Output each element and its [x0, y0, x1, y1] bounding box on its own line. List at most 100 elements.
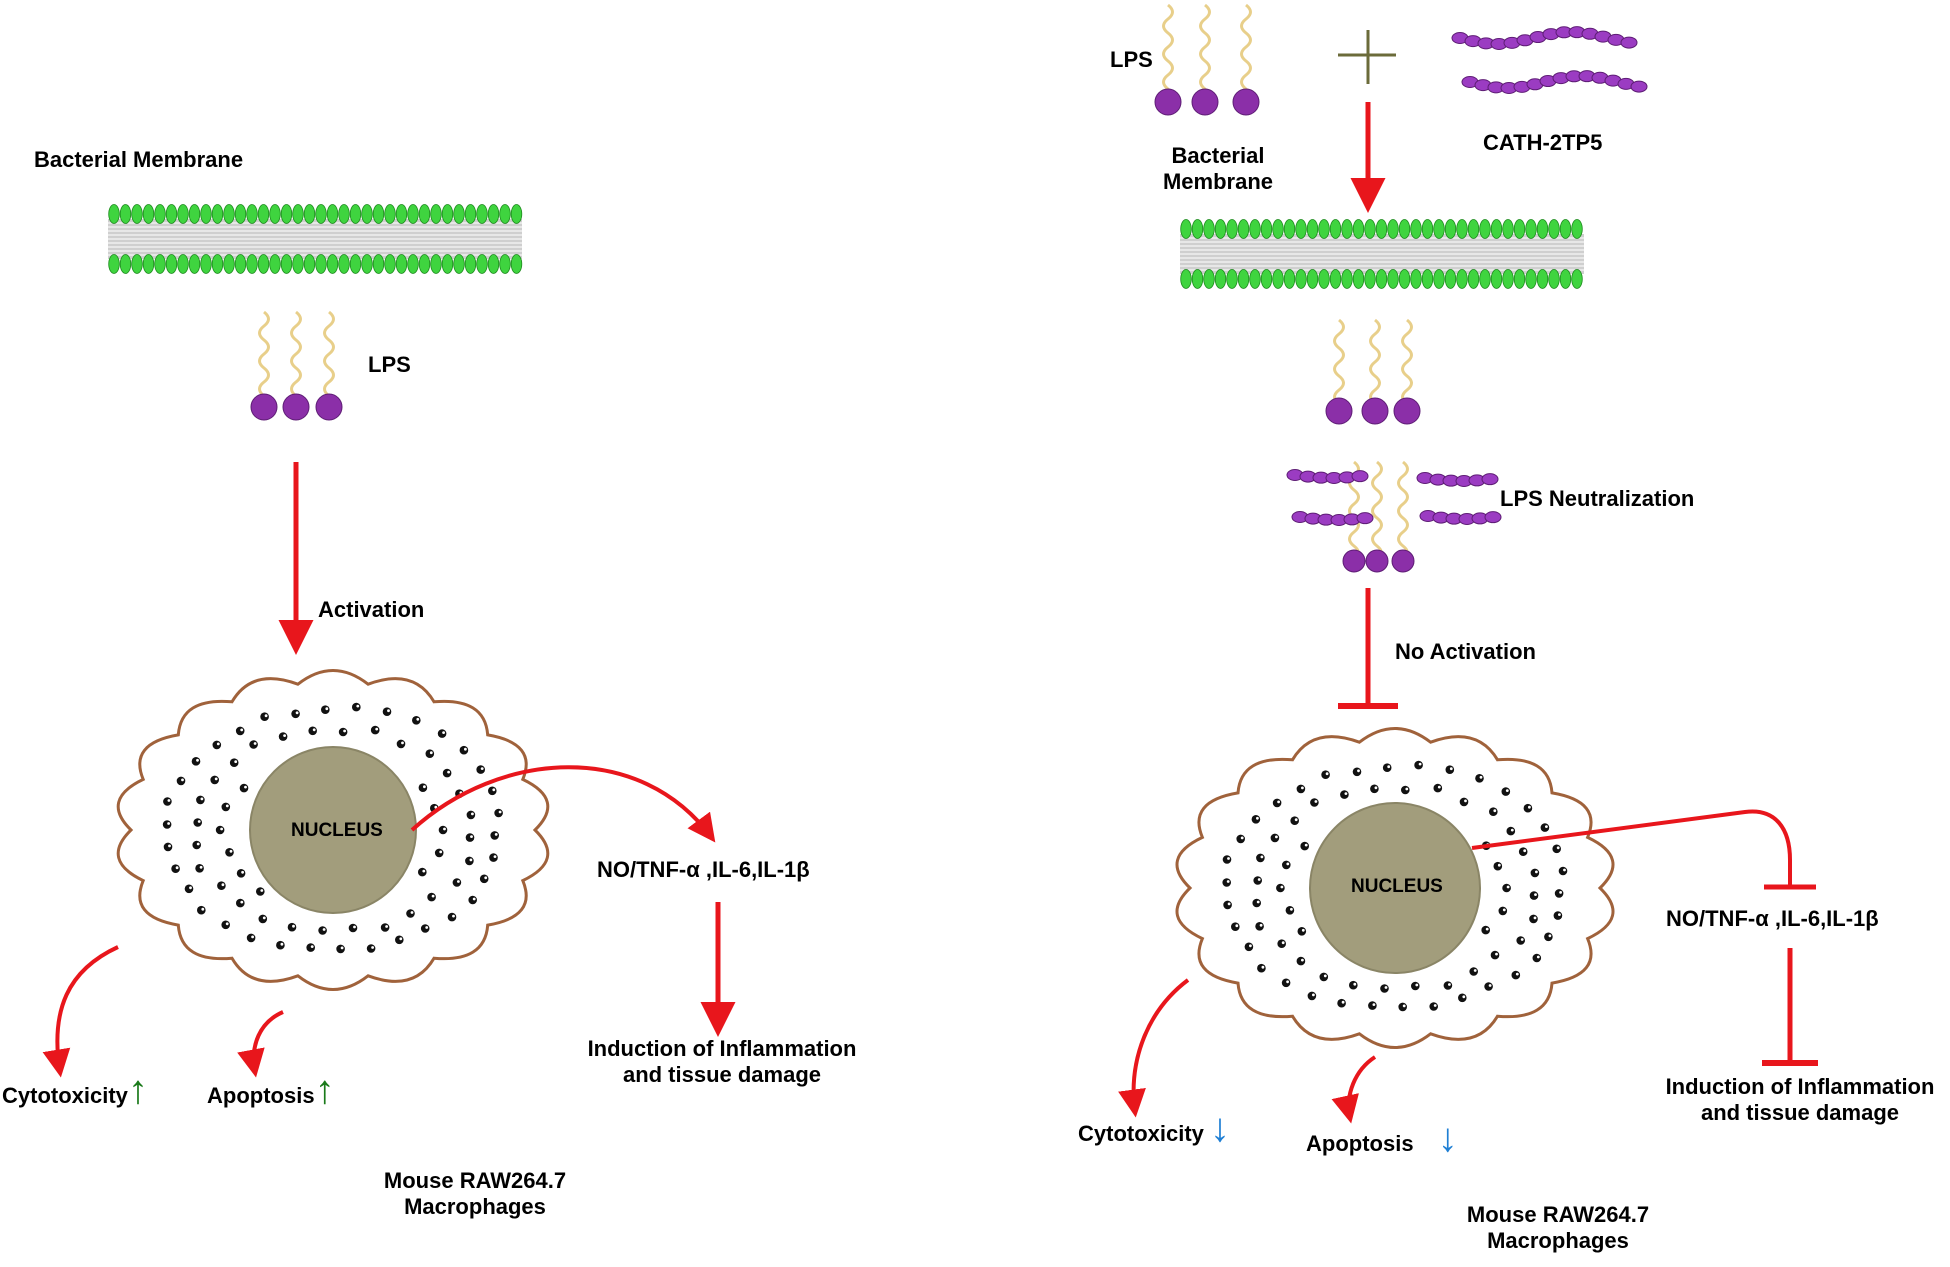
left-cytotoxicity-label: Cytotoxicity↑ — [2, 1068, 148, 1113]
granule-highlight — [310, 945, 314, 948]
lipid-head — [1237, 219, 1250, 239]
granule-highlight — [1479, 775, 1483, 779]
left-apoptosis-arrow — [237, 1010, 284, 1078]
granule — [1443, 981, 1453, 990]
granule — [1340, 790, 1349, 799]
lipid-head — [1479, 269, 1491, 289]
nucleus — [249, 746, 417, 914]
granule — [1272, 798, 1282, 808]
right-nucleus-to-cytokines-inhibitor — [1471, 809, 1816, 890]
granule-highlight — [280, 942, 284, 946]
granule-highlight — [196, 842, 200, 846]
granule-highlight — [1301, 928, 1305, 932]
granule — [171, 864, 180, 873]
granule — [192, 840, 201, 850]
granule-highlight — [1387, 765, 1391, 769]
granule — [276, 940, 285, 950]
granule — [1469, 967, 1478, 976]
granule-highlight — [220, 827, 224, 831]
lipid-head — [1513, 269, 1526, 289]
left-macrophage-cell — [116, 669, 550, 991]
granule — [278, 732, 288, 741]
granule-highlight — [493, 855, 497, 858]
lps-head — [1232, 88, 1260, 116]
lipid-head — [177, 204, 189, 224]
granule-highlight — [1559, 891, 1562, 894]
lipid-head — [1306, 219, 1319, 239]
granule-highlight — [1563, 868, 1566, 872]
lipid-head — [499, 204, 511, 224]
granule — [1433, 783, 1443, 793]
granule — [1231, 922, 1240, 931]
granule-highlight — [1506, 885, 1510, 889]
granule — [1429, 1002, 1438, 1011]
granule — [308, 726, 318, 736]
lipid-head — [1410, 219, 1422, 239]
lipid-head — [1272, 219, 1284, 239]
granule-highlight — [325, 707, 329, 711]
lps-tail — [1369, 318, 1381, 406]
lipid-head — [1444, 219, 1457, 239]
granule — [163, 842, 173, 852]
peptide-bead — [1356, 512, 1374, 525]
lipid-head — [1295, 219, 1307, 239]
granule — [246, 933, 256, 943]
left-apoptosis-label: Apoptosis↑ — [207, 1068, 335, 1113]
granule — [287, 922, 297, 932]
right-cell-label: Mouse RAW264.7 Macrophages — [1408, 1202, 1708, 1254]
granule-highlight — [1227, 857, 1230, 860]
granule-highlight — [181, 778, 184, 782]
granule-highlight — [1353, 982, 1357, 986]
granule-highlight — [1556, 846, 1560, 850]
lps-tail — [323, 310, 335, 398]
granule-highlight — [1405, 787, 1409, 791]
lipid-head — [1502, 269, 1514, 289]
granule — [197, 905, 206, 915]
granule-highlight — [292, 924, 295, 928]
lipid-head — [246, 204, 258, 224]
granule — [490, 831, 500, 840]
granule-highlight — [1227, 902, 1231, 906]
granule — [338, 727, 348, 737]
granule — [1380, 984, 1389, 993]
granule-highlight — [295, 711, 299, 715]
lipid-head — [292, 254, 304, 274]
lipid-head — [1249, 219, 1261, 239]
granule-highlight — [1558, 913, 1561, 916]
lipid-head — [349, 204, 362, 224]
lipid-head — [200, 204, 212, 224]
lipid-head — [1203, 219, 1215, 239]
granule-highlight — [1534, 893, 1537, 896]
granule — [1290, 816, 1299, 825]
lipid-head — [119, 204, 132, 224]
lipid-head — [1191, 219, 1204, 239]
granule-highlight — [385, 925, 388, 928]
granule — [1296, 784, 1306, 794]
granule-highlight — [1464, 799, 1467, 803]
lps-head — [1393, 397, 1421, 425]
lipid-head — [223, 204, 235, 224]
granule — [291, 709, 300, 719]
granule — [235, 726, 245, 736]
lipid-head — [280, 254, 293, 274]
lps-tail — [1371, 460, 1383, 562]
granule — [1277, 939, 1286, 948]
left-cytotoxicity-arrow — [42, 945, 119, 1078]
granule-highlight — [1226, 880, 1230, 883]
granule-highlight — [196, 758, 199, 762]
granule — [1244, 942, 1254, 952]
granule-highlight — [1260, 855, 1264, 859]
right-lps — [1325, 318, 1421, 425]
lipid-head — [1421, 219, 1434, 239]
granule — [195, 864, 204, 873]
granule-highlight — [416, 717, 420, 721]
granule — [217, 881, 226, 890]
peptide-bead — [1630, 80, 1648, 93]
granule-highlight — [260, 889, 264, 892]
granule — [1554, 889, 1564, 898]
granule-highlight — [1493, 809, 1497, 813]
granule-highlight — [431, 894, 435, 898]
granule-highlight — [464, 747, 467, 751]
granule — [1558, 866, 1568, 876]
granule — [412, 716, 421, 725]
